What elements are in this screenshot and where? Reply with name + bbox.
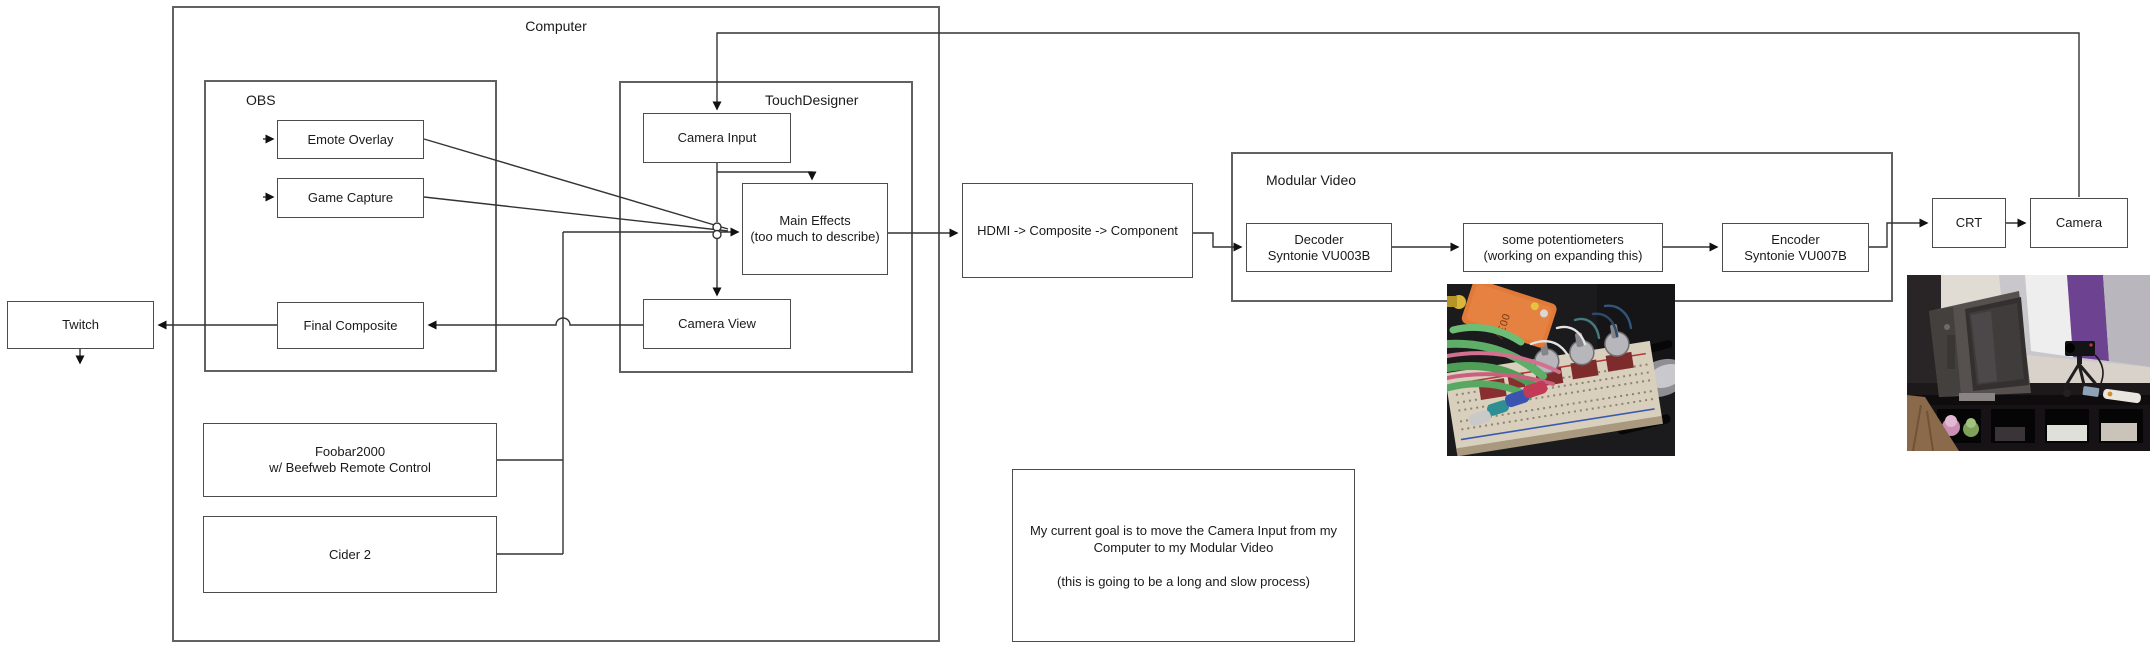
node-cider2: Cider 2 [203, 516, 497, 593]
obs-label: OBS [246, 92, 276, 108]
foobar-label-line2: w/ Beefweb Remote Control [269, 460, 431, 475]
node-crt: CRT [1932, 198, 2006, 248]
node-potentiometers: some potentiometers (working on expandin… [1463, 223, 1663, 272]
node-final-composite: Final Composite [277, 302, 424, 349]
node-encoder: Encoder Syntonie VU007B [1722, 223, 1869, 272]
twitch-label: Twitch [62, 317, 99, 332]
node-decoder: Decoder Syntonie VU003B [1246, 223, 1392, 272]
main-effects-label-line1: Main Effects [779, 213, 851, 228]
camera-input-label: Camera Input [677, 130, 757, 145]
node-foobar2000: Foobar2000 w/ Beefweb Remote Control [203, 423, 497, 497]
crt-camera-photo-art [1907, 275, 2150, 452]
decoder-label-line1: Decoder [1294, 231, 1344, 247]
node-twitch: Twitch [7, 301, 154, 349]
node-camera: Camera [2030, 198, 2128, 248]
encoder-label-line2: Syntonie VU007B [1744, 247, 1847, 263]
node-main-effects: Main Effects (too much to describe) [742, 183, 888, 275]
cider-label: Cider 2 [329, 546, 371, 562]
touchdesigner-label: TouchDesigner [765, 92, 859, 108]
goal-note: My current goal is to move the Camera In… [1012, 469, 1355, 642]
goal-note-text: My current goal is to move the Camera In… [1029, 522, 1338, 555]
foobar-label-line1: Foobar2000 [314, 444, 386, 459]
potentiometers-label-line1: some potentiometers [1502, 231, 1624, 247]
main-effects-label-line2: (too much to describe) [750, 229, 880, 244]
crt-label: CRT [1955, 215, 1983, 230]
modular-video-label: Modular Video [1266, 172, 1357, 188]
node-game-capture: Game Capture [277, 178, 424, 218]
breadboard-photo: 003V [1443, 279, 1688, 457]
camera-label: Camera [2055, 215, 2103, 230]
hdmi-converter-label: HDMI -> Composite -> Component [977, 222, 1178, 238]
camera-view-label: Camera View [678, 316, 756, 331]
decoder-label-line2: Syntonie VU003B [1267, 247, 1371, 263]
potentiometers-label-line2: (working on expanding this) [1483, 247, 1643, 263]
game-capture-label: Game Capture [307, 190, 394, 205]
computer-label: Computer [525, 18, 587, 34]
final-composite-label: Final Composite [303, 317, 398, 333]
encoder-label-line1: Encoder [1771, 231, 1820, 247]
node-hdmi-converter: HDMI -> Composite -> Component [962, 183, 1193, 278]
goal-note-subtext: (this is going to be a long and slow pro… [1057, 573, 1310, 589]
emote-overlay-label: Emote Overlay [307, 131, 394, 147]
breadboard-photo-art: 003V [1443, 279, 1688, 457]
node-camera-input: Camera Input [643, 113, 791, 163]
crt-camera-photo [1907, 275, 2150, 452]
node-camera-view: Camera View [643, 299, 791, 349]
node-emote-overlay: Emote Overlay [277, 120, 424, 159]
